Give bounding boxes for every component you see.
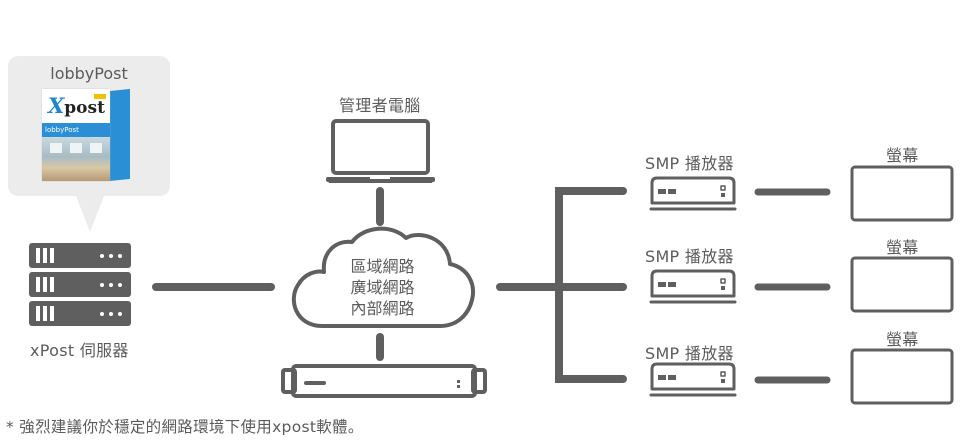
network-label-lan: 區域網路 <box>350 257 415 276</box>
network-label-intranet: 內部網路 <box>350 299 415 318</box>
callout-pointer <box>76 196 104 232</box>
footnote: * 強烈建議你於穩定的網路環境下使用xpost軟體。 <box>6 418 364 436</box>
screen-label: 螢幕 <box>886 146 919 165</box>
screen-label: 螢幕 <box>886 330 919 349</box>
server-label: xPost 伺服器 <box>30 341 129 360</box>
laptop-icon <box>326 119 435 183</box>
player-label: SMP 播放器 <box>645 344 734 363</box>
display-screen-icon <box>850 256 954 313</box>
player-label: SMP 播放器 <box>645 154 734 173</box>
box-photo <box>42 137 110 181</box>
network-labels: 區域網路 廣域網路 內部網路 <box>330 256 435 319</box>
display-screen-icon <box>850 348 954 405</box>
link-tree <box>555 187 627 383</box>
media-player-icon <box>649 269 737 304</box>
player-label: SMP 播放器 <box>645 247 734 266</box>
box-front: Xpost lobbyPost <box>42 89 110 181</box>
screen-label: 螢幕 <box>886 238 919 257</box>
display-screen-icon <box>850 165 954 222</box>
photo-window <box>90 143 102 153</box>
admin-pc-label: 管理者電腦 <box>339 96 421 115</box>
network-appliance-icon <box>281 364 487 398</box>
media-player-icon <box>649 176 737 211</box>
box-band-label: lobbyPost <box>42 123 110 137</box>
software-box-icon: Xpost lobbyPost <box>42 88 130 183</box>
photo-window <box>50 143 62 153</box>
box-tag <box>94 94 106 99</box>
xpost-logo: Xpost <box>48 93 105 118</box>
network-label-wan: 廣域網路 <box>350 278 415 297</box>
cloud-icon <box>292 226 475 328</box>
photo-window <box>70 143 82 153</box>
media-player-icon <box>649 362 737 397</box>
server-rack-icon <box>29 243 131 326</box>
lobbypost-title: lobbyPost <box>50 64 128 83</box>
